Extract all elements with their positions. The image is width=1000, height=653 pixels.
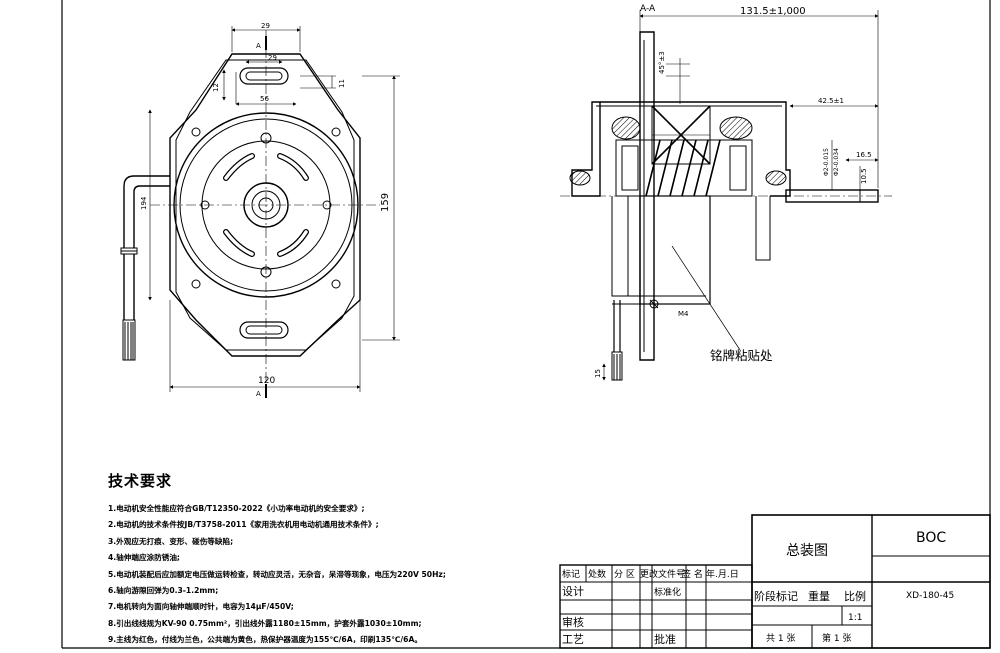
side-dimension-text: 131.5±1,000 45°±3 42.5±1 16.5 Φ2-0.015 Φ… — [594, 6, 872, 378]
sheet-number: 第 1 张 — [822, 632, 851, 644]
front-dimension-text: 29 29 12 11 56 194 159 120 A A — [140, 22, 391, 398]
requirement-item: 7.电机转向为面向轴伸端顺时针，电容为14μF/450V; — [108, 602, 294, 612]
title-block — [559, 514, 991, 649]
standardize-label: 标准化 — [654, 586, 681, 598]
requirement-item: 4.轴伸端应涂防锈油; — [108, 553, 180, 563]
rev-header-date: 年.月.日 — [706, 568, 739, 580]
dim-screw: M4 — [678, 310, 689, 318]
side-dimensions — [602, 10, 879, 381]
check-label: 审核 — [562, 615, 584, 629]
rev-header-sign: 签 名 — [682, 568, 703, 580]
rev-header-mark: 标记 — [562, 568, 580, 580]
dim-overall-length: 131.5±1,000 — [740, 6, 806, 17]
dim-rotor-angle: 45°±3 — [658, 51, 666, 74]
dim-shaft-length: 42.5±1 — [818, 97, 844, 105]
front-view — [120, 30, 380, 390]
stage-header: 阶段标记 — [754, 589, 798, 603]
tech-requirements-title: 技术要求 — [108, 472, 173, 490]
requirement-item: 3.外观应无打痕、变形、碰伤等缺陷; — [108, 536, 234, 546]
approve-label: 批准 — [654, 632, 676, 646]
dim-top-width: 29 — [261, 22, 270, 30]
front-dimensions — [148, 26, 400, 398]
dim-lead-len: 15 — [594, 369, 602, 378]
requirement-item: 5.电动机装配后应加额定电压做运转检查，转动应灵活，无杂音，呆滞等现象，电压为2… — [108, 569, 446, 579]
dim-slot-spacing: 56 — [260, 95, 269, 103]
company-name: BOC — [916, 530, 946, 546]
dim-shaft-dia-2: Φ2-0.034 — [833, 148, 840, 176]
side-view — [560, 31, 892, 381]
rev-header-count: 处数 — [588, 568, 606, 580]
scale-header: 比例 — [844, 589, 866, 603]
sheets-total: 共 1 张 — [766, 633, 795, 644]
dim-slot-width: 29 — [268, 54, 277, 62]
dim-shaft-end: 16.5 — [856, 151, 872, 159]
dim-shaft-flat: 10.5 — [860, 168, 868, 184]
dim-body-height-left: 194 — [140, 196, 148, 210]
dim-slot-offset: 11 — [338, 79, 346, 88]
section-mark-top: A — [256, 42, 261, 50]
section-mark-bottom: A — [256, 390, 261, 398]
title-block-text: 标记 处数 分 区 更改文件号 签 名 年.月.日 设计 标准化 审核 工艺 批… — [562, 530, 954, 646]
requirement-item: 2.电动机的技术条件按JB/T3758-2011《家用洗衣机用电动机通用技术条件… — [108, 520, 379, 530]
dim-shaft-dia-1: Φ2-0.015 — [823, 148, 830, 176]
dim-body-height-right: 159 — [380, 193, 391, 212]
section-view-label: A-A — [640, 4, 656, 14]
requirement-item: 6.轴向游隙回弹为0.3-1.2mm; — [108, 586, 219, 596]
drawing-name: 总装图 — [786, 543, 828, 559]
weight-header: 重量 — [808, 589, 830, 603]
scale-value: 1:1 — [848, 613, 862, 623]
rev-header-docno: 更改文件号 — [640, 568, 685, 580]
design-label: 设计 — [562, 585, 584, 598]
dim-bottom-width: 120 — [258, 376, 275, 386]
tech-requirements: 技术要求 1.电动机安全性能应符合GB/T12350-2022《小功率电动机的安… — [108, 470, 548, 649]
drawing-number: XD-180-45 — [906, 591, 954, 601]
tech-requirements-list: 1.电动机安全性能应符合GB/T12350-2022《小功率电动机的安全要求》;… — [108, 501, 548, 649]
requirement-item: 9.主线为红色，付线为兰色，公共端为黄色，热保护器温度为155℃/6A，印刷13… — [108, 635, 422, 645]
dim-slot-height: 12 — [212, 83, 220, 92]
nameplate-label: 铭牌粘贴处 — [710, 348, 773, 363]
requirement-item: 8.引出线线规为KV-90 0.75mm²，引出线外露1180±15mm，护套外… — [108, 618, 422, 628]
process-label: 工艺 — [562, 633, 584, 646]
requirement-item: 1.电动机安全性能应符合GB/T12350-2022《小功率电动机的安全要求》; — [108, 504, 365, 513]
rev-header-zone: 分 区 — [614, 569, 635, 580]
